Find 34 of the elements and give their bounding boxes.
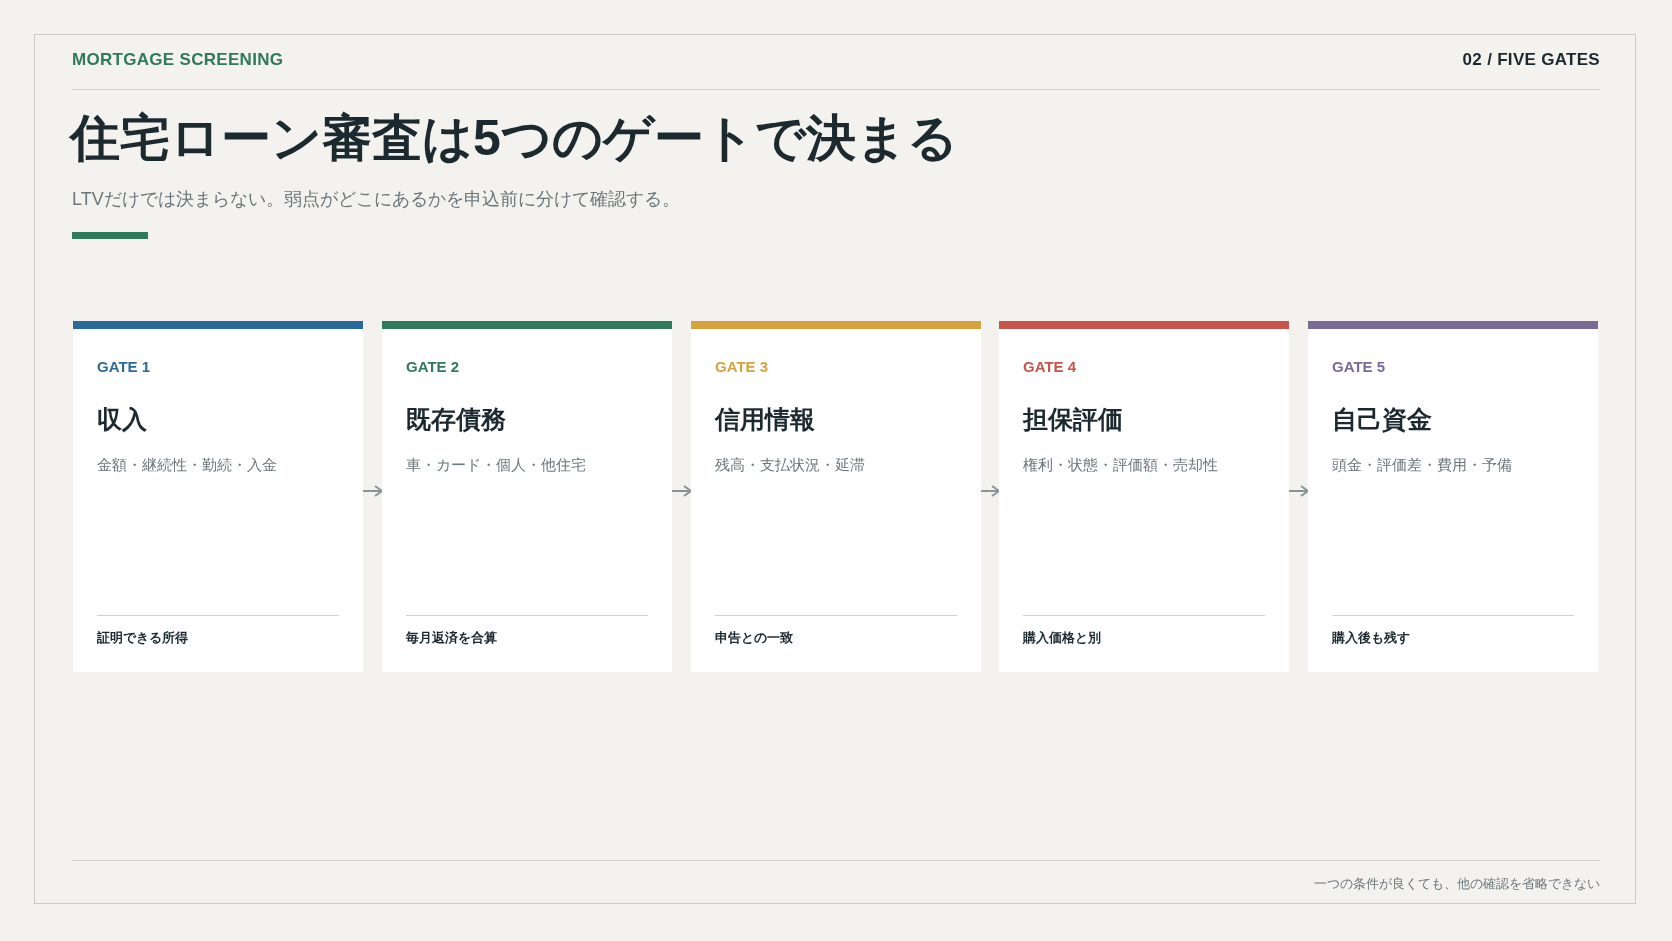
gate-note: 購入後も残す (1332, 630, 1410, 646)
arrow (671, 485, 692, 497)
gate-label: GATE 4 (1023, 358, 1077, 376)
gate-heading: 収入 (97, 404, 147, 434)
slide-title: 住宅ローン審査は5つのゲートで決まる (70, 109, 958, 168)
arrow (1288, 485, 1309, 497)
gate-heading: 信用情報 (715, 404, 815, 434)
gate-items: 頭金・評価差・費用・予備 (1332, 456, 1512, 474)
gate-label: GATE 3 (715, 358, 769, 376)
gate-note: 申告との一致 (715, 630, 793, 646)
gate-items: 権利・状態・評価額・売却性 (1023, 456, 1218, 474)
gate-card (1308, 321, 1598, 672)
section-label: MORTGAGE SCREENING (72, 49, 284, 71)
subtitle: LTVだけでは決まらない。弱点がどこにあるかを申込前に分けて確認する。 (72, 188, 680, 211)
gate-label: GATE 5 (1332, 358, 1386, 376)
gate-label: GATE 1 (97, 358, 151, 376)
gate-note: 毎月返済を合算 (406, 630, 497, 646)
gate-card (73, 321, 363, 672)
gate-label: GATE 2 (406, 358, 460, 376)
gate-note: 証明できる所得 (97, 630, 188, 646)
gate-card (382, 321, 672, 672)
footer-note: 一つの条件が良くても、他の確認を省略できない (1314, 875, 1600, 893)
page-label: 02 / FIVE GATES (1462, 49, 1600, 71)
gate-items: 残高・支払状況・延滞 (715, 456, 865, 474)
gate-card (999, 321, 1289, 672)
arrow (980, 485, 1000, 497)
arrow (362, 485, 383, 497)
gate-note: 購入価格と別 (1023, 630, 1101, 646)
gate-items: 金額・継続性・勤続・入金 (97, 456, 277, 474)
gate-heading: 既存債務 (406, 404, 506, 434)
gate-card (691, 321, 981, 672)
gate-heading: 自己資金 (1332, 404, 1432, 434)
gate-items: 車・カード・個人・他住宅 (406, 456, 586, 474)
gate-heading: 担保評価 (1023, 404, 1123, 434)
